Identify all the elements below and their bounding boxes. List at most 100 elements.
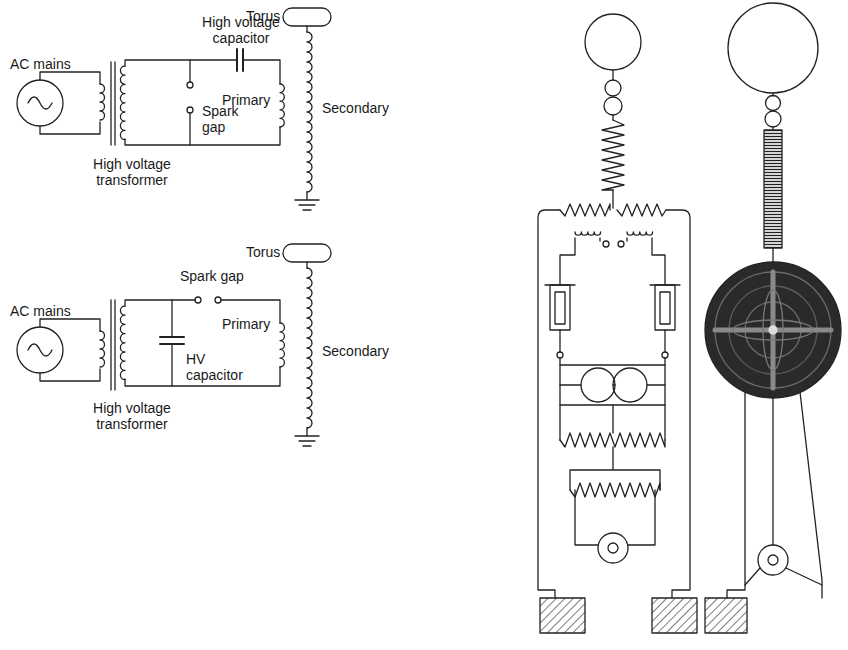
drawing-stroke xyxy=(243,60,280,84)
drawing-stroke xyxy=(125,300,195,306)
drawing-stroke xyxy=(114,300,115,390)
drawing-stroke xyxy=(160,336,184,338)
drawing-stroke xyxy=(570,447,660,490)
drawing-stroke xyxy=(598,533,628,563)
drawing-stroke xyxy=(187,107,193,113)
drawing-stroke xyxy=(575,232,601,235)
component-label: Torus xyxy=(246,244,280,260)
drawing-stroke xyxy=(728,3,818,93)
drawing-stroke xyxy=(555,292,565,324)
drawing-stroke xyxy=(575,490,598,545)
drawing-stroke xyxy=(608,543,618,553)
drawing-stroke xyxy=(120,66,125,140)
drawing-stroke xyxy=(581,368,615,402)
drawing-stroke xyxy=(605,80,621,96)
drawing-stroke xyxy=(299,204,315,205)
drawing-stroke xyxy=(628,490,655,545)
drawing-stroke xyxy=(655,285,675,330)
component-label: AC mains xyxy=(10,303,71,319)
ground-plate xyxy=(652,598,697,633)
drawing-stroke xyxy=(570,483,660,497)
component-label: High voltage transformer xyxy=(86,400,178,432)
component-label: High voltage transformer xyxy=(86,156,178,188)
drawing-stroke xyxy=(612,70,613,80)
drawing-stroke xyxy=(618,241,624,247)
drawing-stroke xyxy=(100,84,105,120)
drawing-stroke xyxy=(600,238,627,241)
drawing-stroke xyxy=(733,320,813,340)
drawing-stroke xyxy=(17,327,63,373)
drawing-stroke xyxy=(160,343,184,345)
drawing-stroke xyxy=(125,60,237,66)
drawing-stroke xyxy=(800,392,822,598)
component-label: Spark gap xyxy=(180,268,244,284)
drawing-stroke xyxy=(612,190,613,208)
tesla-apparatus-left xyxy=(538,14,690,598)
drawing-stroke xyxy=(538,210,560,598)
drawing-stroke xyxy=(303,209,311,210)
drawing-stroke xyxy=(171,344,172,386)
drawing-stroke xyxy=(242,49,244,71)
drawing-stroke xyxy=(664,330,665,352)
drawing-stroke xyxy=(560,204,610,216)
drawing-stroke xyxy=(283,8,331,26)
drawing-stroke xyxy=(295,199,319,200)
tesla-apparatus-right xyxy=(705,3,841,598)
drawing-stroke xyxy=(550,285,570,330)
ac-source xyxy=(17,72,100,134)
coil-group xyxy=(100,32,312,428)
drawing-stroke xyxy=(114,62,115,145)
drawing-stroke xyxy=(110,62,111,145)
drawing-stroke xyxy=(650,284,680,285)
drawing-stroke xyxy=(660,292,670,324)
drawing-stroke xyxy=(215,297,221,303)
zigzag-coils xyxy=(560,120,666,497)
drawing-stroke xyxy=(768,555,778,565)
drawing-stroke xyxy=(560,364,665,365)
drawing-stroke xyxy=(764,130,782,248)
drawing-stroke xyxy=(171,300,172,337)
drawing-stroke xyxy=(612,115,613,120)
drawing-stroke xyxy=(307,32,312,192)
primary-circuit xyxy=(125,49,280,145)
drawing-stroke xyxy=(195,297,201,303)
drawing-stroke xyxy=(560,358,665,440)
drawing-stroke xyxy=(40,72,100,84)
drawing-stroke xyxy=(306,262,307,268)
drawing-stroke xyxy=(299,440,315,441)
drawing-stroke xyxy=(766,96,781,111)
drawing-stroke xyxy=(40,369,100,381)
drawing-stroke xyxy=(280,84,284,127)
component-label: High voltage capacitor xyxy=(200,14,282,46)
drawing-stroke xyxy=(705,262,841,398)
drawing-stroke xyxy=(662,352,668,358)
drawing-stroke xyxy=(727,392,745,598)
drawing-stroke xyxy=(763,290,783,370)
drawing-stroke xyxy=(283,244,331,262)
drawing-stroke xyxy=(295,435,319,436)
drawing-stroke xyxy=(306,26,307,32)
drawing-stroke xyxy=(110,300,111,390)
drawing-stroke xyxy=(647,384,665,385)
transformer-core xyxy=(111,62,115,145)
drawing-stroke xyxy=(666,210,690,598)
drawing-stroke xyxy=(604,97,622,115)
drawing-stroke xyxy=(585,14,641,70)
drawing-stroke xyxy=(559,330,560,352)
drawing-stroke xyxy=(280,323,284,367)
drawing-stroke xyxy=(627,232,653,235)
drawing-stroke xyxy=(187,82,193,88)
drawing-stroke xyxy=(236,49,238,71)
drawing-stroke xyxy=(560,405,613,440)
drawing-stroke xyxy=(613,368,647,402)
component-label: HV capacitor xyxy=(186,351,256,383)
drawing-stroke xyxy=(307,268,312,428)
component-label: Spark gap xyxy=(202,103,246,135)
drawing-stroke xyxy=(306,192,307,200)
drawing-stroke xyxy=(772,248,773,262)
drawing-stroke xyxy=(40,122,100,134)
drawing-stroke xyxy=(652,238,665,285)
ground-plate xyxy=(540,598,585,633)
drawing-stroke xyxy=(28,344,52,356)
